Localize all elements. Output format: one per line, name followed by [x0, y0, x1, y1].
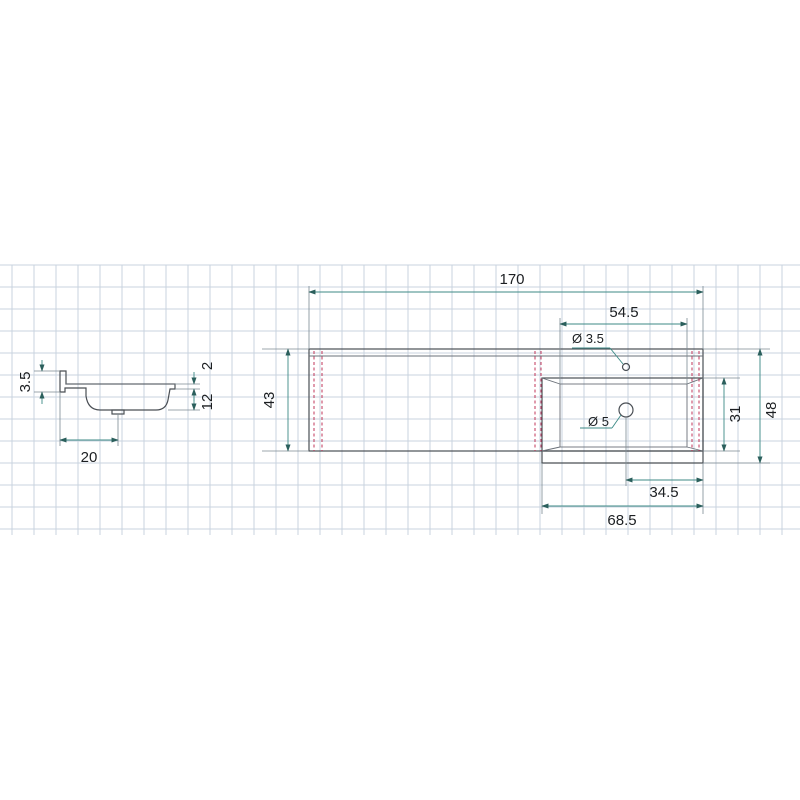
dim-bowl-depth: 31 — [727, 406, 744, 423]
dim-depth-right: 48 — [763, 402, 780, 419]
dim-top-length: 170 — [499, 271, 524, 288]
dim-tap-hole: Ø 3.5 — [572, 331, 604, 346]
drain-hole — [618, 402, 634, 418]
dim-side-backsplash: 3.5 — [17, 372, 34, 393]
dim-side-bowl-height: 12 — [199, 394, 216, 411]
dim-depth-left: 43 — [261, 392, 278, 409]
dim-bowl-width: 68.5 — [607, 512, 636, 529]
top-view: 170 54.5 Ø 3.5 Ø 5 43 31 48 — [261, 271, 780, 529]
dim-drain-offset: 34.5 — [649, 484, 678, 501]
dim-side-drain-offset: 20 — [81, 449, 98, 466]
bowl-outer — [541, 377, 704, 452]
tap-hole — [621, 362, 631, 372]
dim-side-thickness: 2 — [199, 362, 216, 370]
bowl-extension — [541, 451, 704, 464]
dim-drain-hole: Ø 5 — [588, 414, 609, 429]
dim-bowl-offset: 54.5 — [609, 304, 638, 321]
bowl-inner — [559, 383, 688, 448]
side-view-profile — [59, 370, 176, 411]
counter-outline — [308, 348, 704, 452]
background-grid — [0, 264, 800, 535]
side-view: 3.5 2 12 20 — [17, 360, 216, 466]
